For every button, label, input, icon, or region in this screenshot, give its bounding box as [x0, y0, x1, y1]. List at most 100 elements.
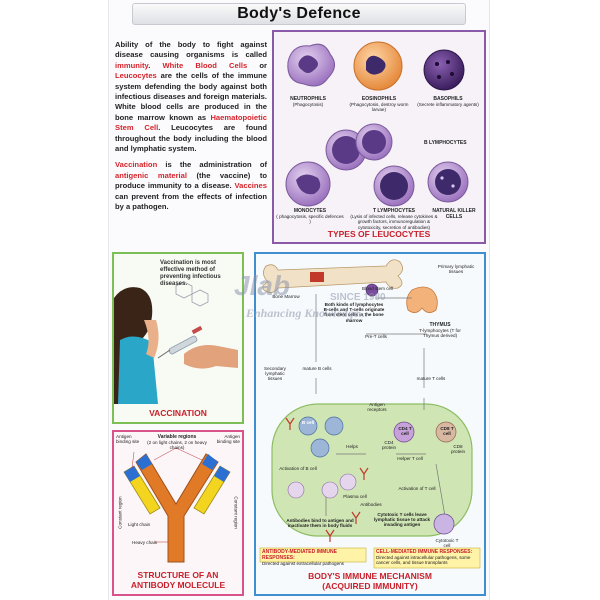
nk-cells-label: NATURAL KILLER CELLS — [424, 208, 484, 220]
molecule-decoration-icon — [175, 281, 209, 307]
antibody-caption-line2: ANTIBODY MOLECULE — [130, 580, 226, 590]
text-run: . Leucocytes are found throughout the bo… — [115, 123, 267, 154]
cytotoxic-leave-label: Cytotoxic T cells leave lymphatic tissue… — [373, 512, 431, 528]
t-lymphocytes-desc: (Lysis of infected cells, release cytoki… — [350, 214, 438, 230]
variable-regions-name: Variable regions — [157, 434, 197, 440]
monocytes-label: MONOCYTES ( phagocytosis, specific defen… — [276, 208, 344, 225]
immune-caption-line2: (ACQUIRED IMMUNITY) — [322, 581, 418, 591]
t-lymphocytes-label: T LYMPHOCYTES (Lysis of infected cells, … — [350, 208, 438, 230]
heavy-chain-label: Heavy chain — [132, 540, 158, 545]
text-run: or — [247, 60, 267, 70]
secondary-tissue-label: Secondary lymphatic tissues — [264, 366, 286, 382]
stem-cell-icon — [365, 283, 379, 297]
neutrophils-name: NEUTROPHILS — [290, 96, 326, 102]
intro-text: Ability of the body to fight against dis… — [115, 40, 267, 219]
antibody-caption-line1: STRUCTURE OF AN — [137, 570, 219, 580]
cd8-protein-label: CD8 protein — [450, 444, 466, 455]
text-run: . — [148, 60, 163, 70]
variable-regions-label: Variable regions (2 on light chains, 2 o… — [144, 434, 210, 451]
eosinophil-cell-icon — [353, 41, 403, 91]
thymus-label: THYMUS T-lymphocytes (T for Thymus deriv… — [412, 322, 468, 339]
thymus-detail: T-lymphocytes (T for Thymus derived) — [419, 328, 461, 339]
b-cell-icons — [298, 416, 344, 458]
vaccination-note: Vaccination is most effective method of … — [160, 260, 221, 287]
neutrophils-desc: (Phagocytosis) — [292, 102, 324, 108]
t-cell-icons — [393, 421, 457, 443]
t-lymphocyte-cell-icon — [373, 165, 415, 207]
cd4-protein-label: CD4 protein — [381, 440, 397, 451]
b-lymphocytes-name: B LYMPHOCYTES — [424, 140, 467, 146]
leucocytes-caption: TYPES OF LEUCOCYTES — [327, 229, 431, 239]
leucocytes-panel: NEUTROPHILS (Phagocytosis) EOSINOPHILS (… — [272, 30, 486, 244]
basophil-cell-icon — [423, 49, 465, 91]
b-lymphocytes-label: B LYMPHOCYTES — [424, 140, 482, 146]
vaccination-caption: VACCINATION — [149, 408, 207, 418]
helper-t-label: Helper T cell — [397, 456, 423, 461]
highlight-term: Vaccines — [234, 181, 267, 191]
natural-killer-cell-icon — [427, 161, 469, 203]
constant-region-label-right: Constant region — [233, 496, 239, 529]
cell-response-title: CELL-MEDIATED IMMUNE RESPONSES: — [376, 549, 473, 555]
immune-caption-line1: BODY'S IMMUNE MECHANISM — [308, 571, 432, 581]
constant-region-label-left: Constant region — [117, 496, 123, 529]
neutrophils-label: NEUTROPHILS (Phagocytosis) — [276, 96, 340, 107]
variable-regions-detail: (2 on light chains, 2 on heavy chains) — [147, 440, 207, 451]
patient-figure-icon — [114, 287, 159, 404]
antibody-panel: Antigen binding site Variable regions (2… — [112, 430, 244, 596]
watermark-brand: Jlab — [234, 270, 291, 301]
mature-b-label: mature B cells — [302, 366, 332, 371]
basophils-label: BASOPHILS (Secrete inflammatory agents) — [414, 96, 482, 107]
t-lymphocytes-name: T LYMPHOCYTES — [372, 208, 416, 214]
primary-tissue-label: Primary lymphatic tissues — [437, 264, 475, 275]
antibody-heavy-chain-icon — [135, 453, 219, 563]
plasma-cell-icons — [287, 473, 357, 499]
antigen-binding-site-label-left: Antigen binding site — [116, 434, 140, 445]
antibody-caption: STRUCTURE OF AN ANTIBODY MOLECULE — [114, 570, 242, 590]
text-run: Ability of the body to fight against dis… — [115, 40, 267, 60]
text-run: are the cells of the immune system defen… — [115, 71, 267, 122]
antibody-response-title: ANTIBODY-MEDIATED IMMUNE RESPONSES: — [262, 549, 337, 562]
immune-mechanism-diagram — [259, 259, 481, 569]
thymus-icon — [406, 286, 438, 313]
antigen-binding-site-label-right: Antigen binding site — [216, 434, 240, 445]
activation-t-label: Activation of T cell — [398, 486, 436, 491]
cell-response-detail: Directed against intracellular pathogens… — [376, 555, 471, 566]
activation-b-label: Activation of B cell — [279, 466, 317, 471]
nk-cells-name: NATURAL KILLER CELLS — [432, 208, 476, 221]
bone-marrow-label: Bone Marrow — [272, 294, 300, 299]
highlight-term: White Blood Cells — [162, 60, 248, 70]
highlight-term: antigenic material — [115, 170, 187, 180]
highlight-term: Leucocytes — [115, 71, 157, 81]
b-lymphocyte-cell-icon — [325, 123, 393, 171]
injecting-hand-icon — [184, 345, 238, 369]
title-banner: Body's Defence — [132, 3, 466, 25]
plasma-cell-label: Plasma cell — [343, 494, 367, 499]
antibody-y-icons — [285, 417, 369, 542]
monocytes-name: MONOCYTES — [293, 208, 327, 214]
intro-paragraph-vaccination: Vaccination is the administration of ant… — [115, 160, 267, 212]
thymus-name: THYMUS — [429, 322, 451, 328]
cell-response-text: CELL-MEDIATED IMMUNE RESPONSES: Directed… — [376, 549, 480, 566]
immune-caption: BODY'S IMMUNE MECHANISM (ACQUIRED IMMUNI… — [256, 571, 484, 591]
cell-response-box — [373, 547, 481, 569]
immune-arrows — [315, 294, 447, 523]
mature-t-label: mature T cells — [416, 376, 446, 381]
light-chain-label: Light chain — [128, 522, 151, 527]
eosinophils-desc: (Phagocytosis, destroy worm larvae) — [349, 102, 409, 113]
leucocytes-illustration — [285, 41, 469, 207]
page-title: Body's Defence — [237, 5, 361, 22]
intro-paragraph-immunity: Ability of the body to fight against dis… — [115, 40, 267, 154]
monocytes-desc: ( phagocytosis, specific defences ) — [276, 214, 344, 225]
cytotoxic-label: Cytotoxic T cell — [435, 538, 459, 549]
highlight-term: Vaccination — [115, 160, 158, 170]
highlight-term: immunity — [115, 60, 149, 70]
vaccination-illustration — [114, 281, 238, 404]
text-run: (the vaccine) to produce immunity to a d… — [115, 170, 268, 191]
text-run: can prevent from the effects of infectio… — [115, 191, 267, 212]
antibodies-bind-label: Antibodies bind to antigen and inactivat… — [286, 518, 354, 529]
highlight-term: Haematopoietic Stem Cell — [115, 112, 267, 133]
antibody-response-box — [259, 547, 367, 563]
immune-mechanism-panel: Bone Marrow Blood stem cell Both kinds o… — [254, 252, 486, 596]
basophils-desc: (Secrete inflammatory agents) — [417, 102, 479, 108]
antibody-variable-region-icon — [124, 454, 230, 482]
